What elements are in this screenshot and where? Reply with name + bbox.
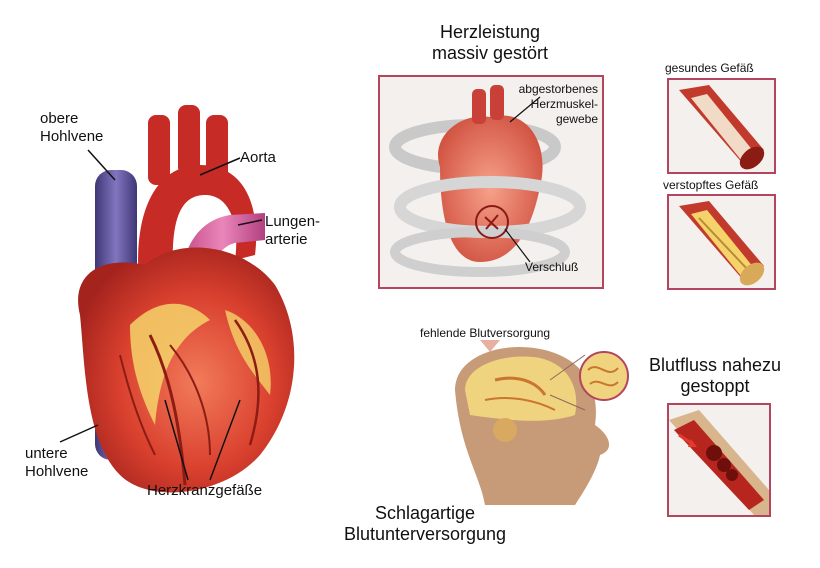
label-healthy-vessel: gesundes Gefäß xyxy=(665,61,754,75)
heart-failure-panel xyxy=(378,75,604,289)
label-occlusion: Verschluß xyxy=(525,260,579,274)
label-dead-tissue: abgestorbenes Herzmuskel- gewebe xyxy=(518,82,598,126)
healthy-vessel-panel xyxy=(667,78,776,174)
heart-failure-illustration xyxy=(389,85,586,277)
heart-failure-title: Herzleistung massiv gestört xyxy=(431,22,549,63)
blood-flow-illustration xyxy=(669,410,769,515)
blocked-vessel-illustration xyxy=(679,201,765,286)
heart-illustration xyxy=(60,95,320,510)
label-coronary-vessels: Herzkranzgefäße xyxy=(147,482,263,499)
label-blocked-vessel: verstopftes Gefäß xyxy=(663,178,759,192)
label-missing-blood-supply: fehlende Blutversorgung xyxy=(420,326,551,340)
blocked-vessel-panel xyxy=(667,194,776,290)
label-aorta: Aorta xyxy=(240,149,276,166)
label-pulmonary-artery: Lungen- arterie xyxy=(265,213,321,248)
brain-zoom-detail xyxy=(578,350,630,402)
blood-flow-title: Blutfluss nahezu gestoppt xyxy=(648,355,782,396)
healthy-vessel-illustration xyxy=(679,85,765,170)
brain-caption: Schlagartige Blutunterversorgung xyxy=(343,503,507,544)
blood-flow-panel xyxy=(667,403,771,517)
label-upper-vena-cava: obere Hohlvene xyxy=(40,110,104,145)
brain-illustration xyxy=(425,340,640,505)
label-lower-vena-cava: untere Hohlvene xyxy=(25,445,89,480)
